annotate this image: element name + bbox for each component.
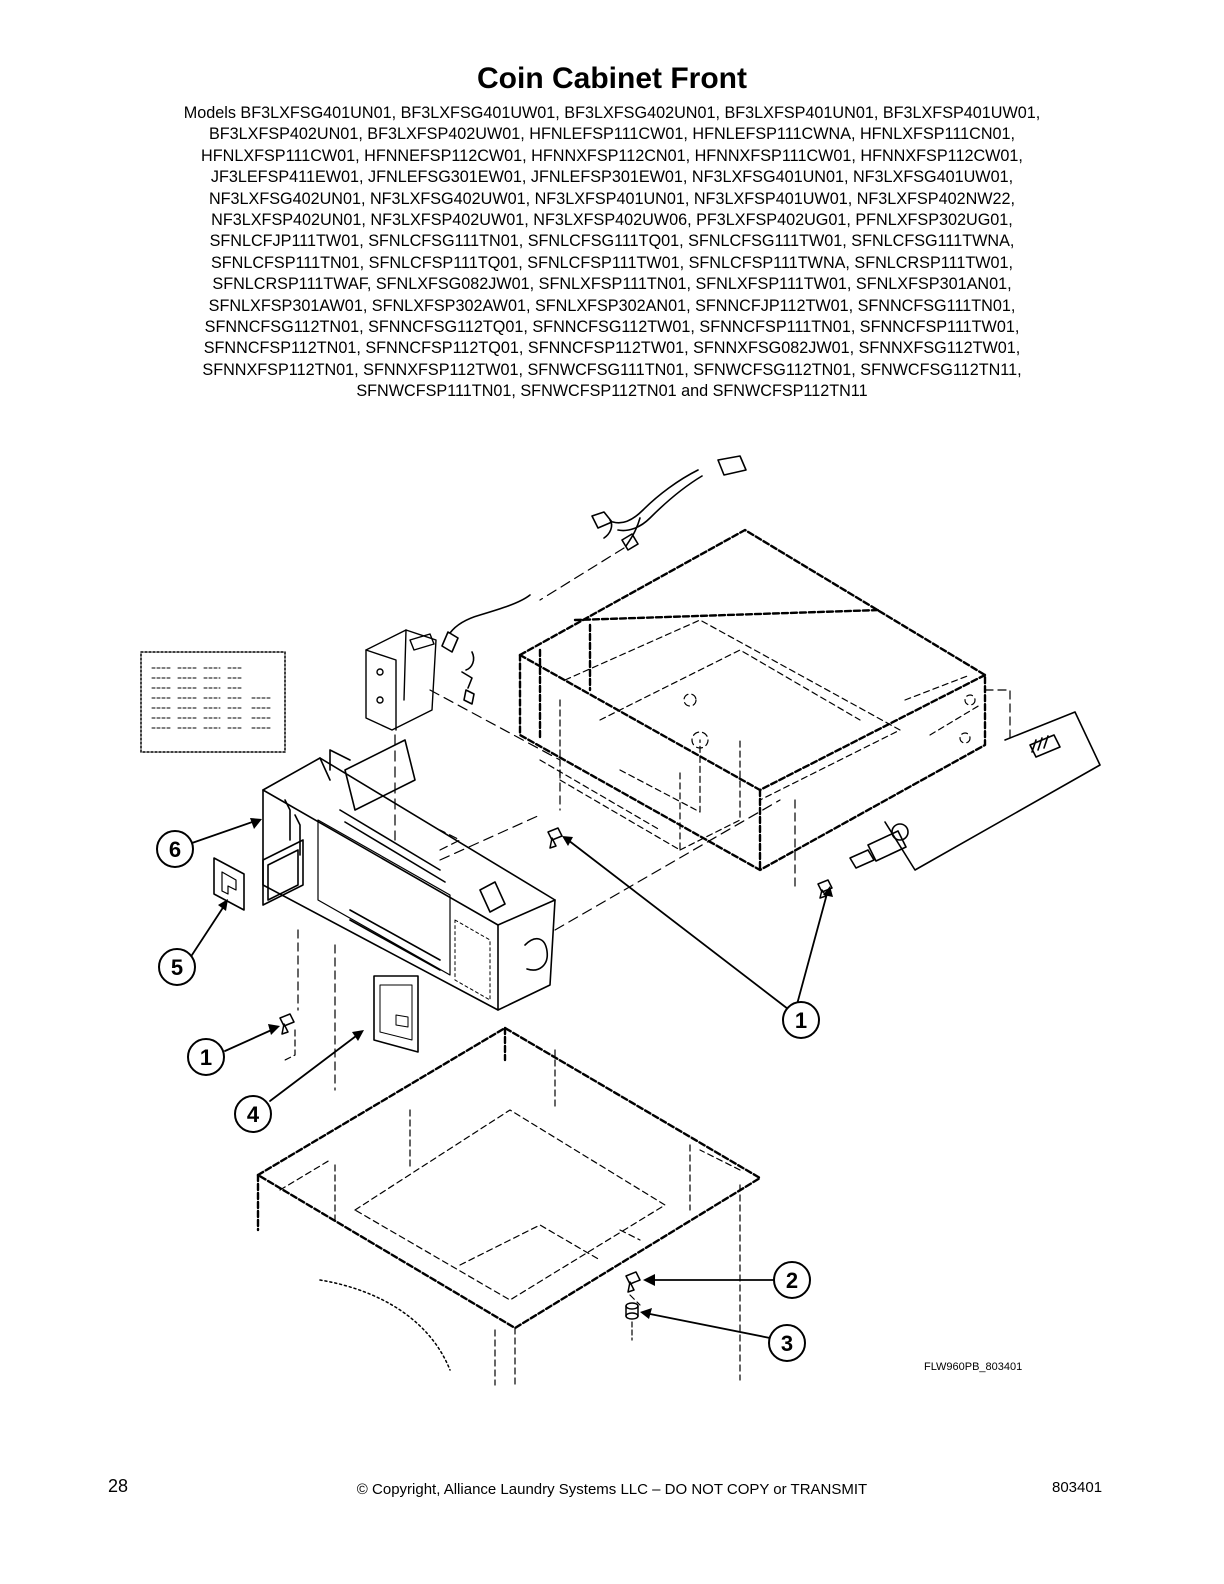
callout-4: 4	[234, 1095, 272, 1133]
callout-markers: 6 5 1 4 1 2 3	[156, 830, 820, 1362]
coin-cabinet-interior	[539, 619, 981, 851]
models-line: SFNNXFSP112TN01, SFNNXFSP112TW01, SFNWCF…	[202, 360, 1022, 379]
callout-6: 6	[156, 830, 194, 868]
callout-label: 5	[171, 955, 183, 980]
wire-harness	[441, 455, 747, 705]
models-line: BF3LXFSP402UN01, BF3LXFSP402UW01, HFNLEF…	[208, 125, 1016, 144]
leader-lines	[189, 819, 829, 1339]
models-line: SFNLCFJP111TW01, SFNLCFSG111TN01, SFNLCF…	[209, 232, 1015, 251]
models-line: SFNWCFSP111TN01, SFNWCFSP112TN01 and SFN…	[356, 382, 868, 401]
screw-icon	[279, 1013, 295, 1035]
meter-front-bracket	[262, 739, 556, 1011]
models-list: Models BF3LXFSG401UN01, BF3LXFSG401UW01,…	[120, 103, 1104, 403]
callout-5: 5	[158, 948, 196, 986]
models-line: JF3LEFSP411EW01, JFNLEFSG301EW01, JFNLEF…	[210, 168, 1014, 187]
callout-label: 4	[247, 1102, 260, 1127]
models-line: Models BF3LXFSG401UN01, BF3LXFSG401UW01,…	[183, 104, 1041, 122]
instruction-card	[373, 975, 419, 1053]
callout-label: 2	[786, 1268, 798, 1293]
models-line: SFNNCFSG112TN01, SFNNCFSG112TQ01, SFNNCF…	[204, 318, 1020, 337]
copyright-notice: © Copyright, Alliance Laundry Systems LL…	[356, 1481, 868, 1498]
label-plate	[213, 857, 245, 911]
models-line: SFNLCRSP111TWAF, SFNLXFSG082JW01, SFNLXF…	[212, 275, 1012, 294]
callout-1-right: 1	[782, 1001, 820, 1039]
lock-inset-panel	[849, 711, 1101, 871]
callout-label: 3	[781, 1331, 793, 1356]
callout-label: 6	[169, 837, 181, 862]
callout-2: 2	[773, 1261, 811, 1299]
callout-label: 1	[795, 1008, 807, 1033]
document-number: 803401	[1052, 1479, 1103, 1496]
page-number: 28	[108, 1476, 129, 1496]
callout-1-left: 1	[187, 1038, 225, 1076]
models-line: HFNLXFSP111CW01, HFNNEFSP112CW01, HFNNXF…	[201, 146, 1023, 165]
callout-3: 3	[768, 1324, 806, 1362]
coin-slide-bracket	[365, 629, 437, 731]
label-sheet	[140, 651, 286, 753]
models-line: SFNLCFSP111TN01, SFNLCFSP111TQ01, SFNLCF…	[210, 253, 1014, 272]
models-line: SFNLXFSP301AW01, SFNLXFSP302AW01, SFNLXF…	[208, 296, 1016, 315]
screw-icon	[625, 1271, 641, 1293]
dryer-cabinet-interior	[279, 1049, 741, 1386]
models-line: SFNNCFSP112TN01, SFNNCFSP112TQ01, SFNNCF…	[203, 339, 1021, 358]
models-line: NF3LXFSG402UN01, NF3LXFSG402UW01, NF3LXF…	[208, 189, 1016, 208]
models-line: NF3LXFSP402UN01, NF3LXFSP402UW01, NF3LXF…	[211, 211, 1013, 230]
page-title: Coin Cabinet Front	[477, 62, 747, 95]
screw-icon	[547, 827, 833, 899]
spacer-icon	[625, 1302, 639, 1320]
dryer-cabinet-top	[256, 1026, 762, 1330]
callout-label: 1	[200, 1045, 212, 1070]
drawing-code: FLW960PB_803401	[924, 1361, 1023, 1373]
coin-cabinet	[518, 528, 987, 872]
arrow-heads	[218, 818, 833, 1319]
